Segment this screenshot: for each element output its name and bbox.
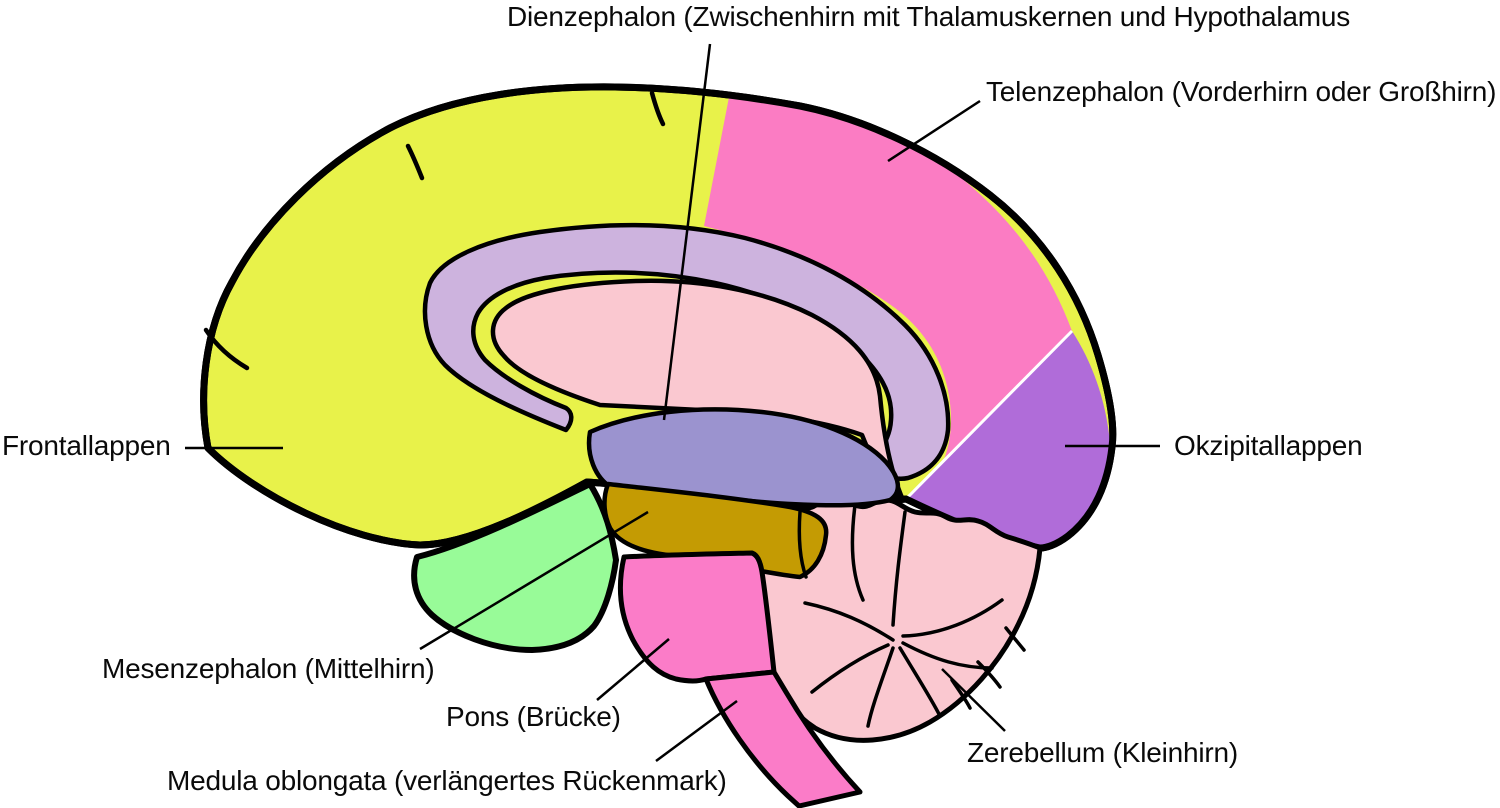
pons-leader-line bbox=[596, 638, 670, 701]
medulla-leader-line bbox=[655, 699, 738, 763]
cerebellum-fold-line bbox=[950, 678, 972, 710]
sulcus-mark bbox=[203, 327, 250, 371]
cerebellum-fold-line bbox=[850, 503, 865, 602]
dienzephalon-leader-line bbox=[662, 43, 712, 421]
mesenzephalon-label: Mesenzephalon (Mittelhirn) bbox=[102, 653, 435, 684]
sulcus-mark bbox=[405, 143, 425, 181]
dienzephalon-label: Dienzephalon (Zwischenhirn mit Thalamusk… bbox=[507, 1, 1351, 32]
temporal-lobe-region bbox=[411, 481, 619, 653]
cerebellum-fold-line bbox=[901, 598, 1004, 638]
medulla-label: Medula oblongata (verlängertes Rückenmar… bbox=[167, 765, 727, 796]
cerebellum-fold-line bbox=[898, 646, 942, 718]
cerebellum-fold-line bbox=[797, 510, 808, 579]
sulcus-mark bbox=[649, 90, 666, 127]
occipital-divider-line bbox=[904, 329, 1074, 501]
pons-label: Pons (Brücke) bbox=[446, 701, 621, 732]
telencephalon-region bbox=[704, 92, 1072, 499]
cerebellum-fold-line bbox=[866, 646, 895, 728]
occipital-lobe-region bbox=[906, 331, 1110, 548]
cerebrum-outline bbox=[200, 83, 1117, 552]
cerebellum-fold-line bbox=[891, 510, 907, 627]
mesenzephalon-leader-line bbox=[419, 510, 649, 651]
frontallappen-label: Frontallappen bbox=[2, 430, 171, 461]
zerebellum-label: Zerebellum (Kleinhirn) bbox=[967, 737, 1239, 768]
medulla-region bbox=[703, 669, 863, 808]
cerebellum-fold-line bbox=[810, 643, 890, 694]
zerebellum-leader-line bbox=[941, 668, 1006, 732]
cerebellum-fold-line bbox=[976, 660, 1002, 689]
cerebellum-fold-line bbox=[803, 601, 895, 642]
okzipitallappen-label: Okzipitallappen bbox=[1174, 430, 1363, 461]
telenzephalon-leader-line bbox=[887, 99, 981, 163]
cerebellum-fold-line bbox=[1004, 626, 1026, 652]
telenzephalon-label: Telenzephalon (Vorderhirn oder Großhirn) bbox=[986, 76, 1497, 107]
